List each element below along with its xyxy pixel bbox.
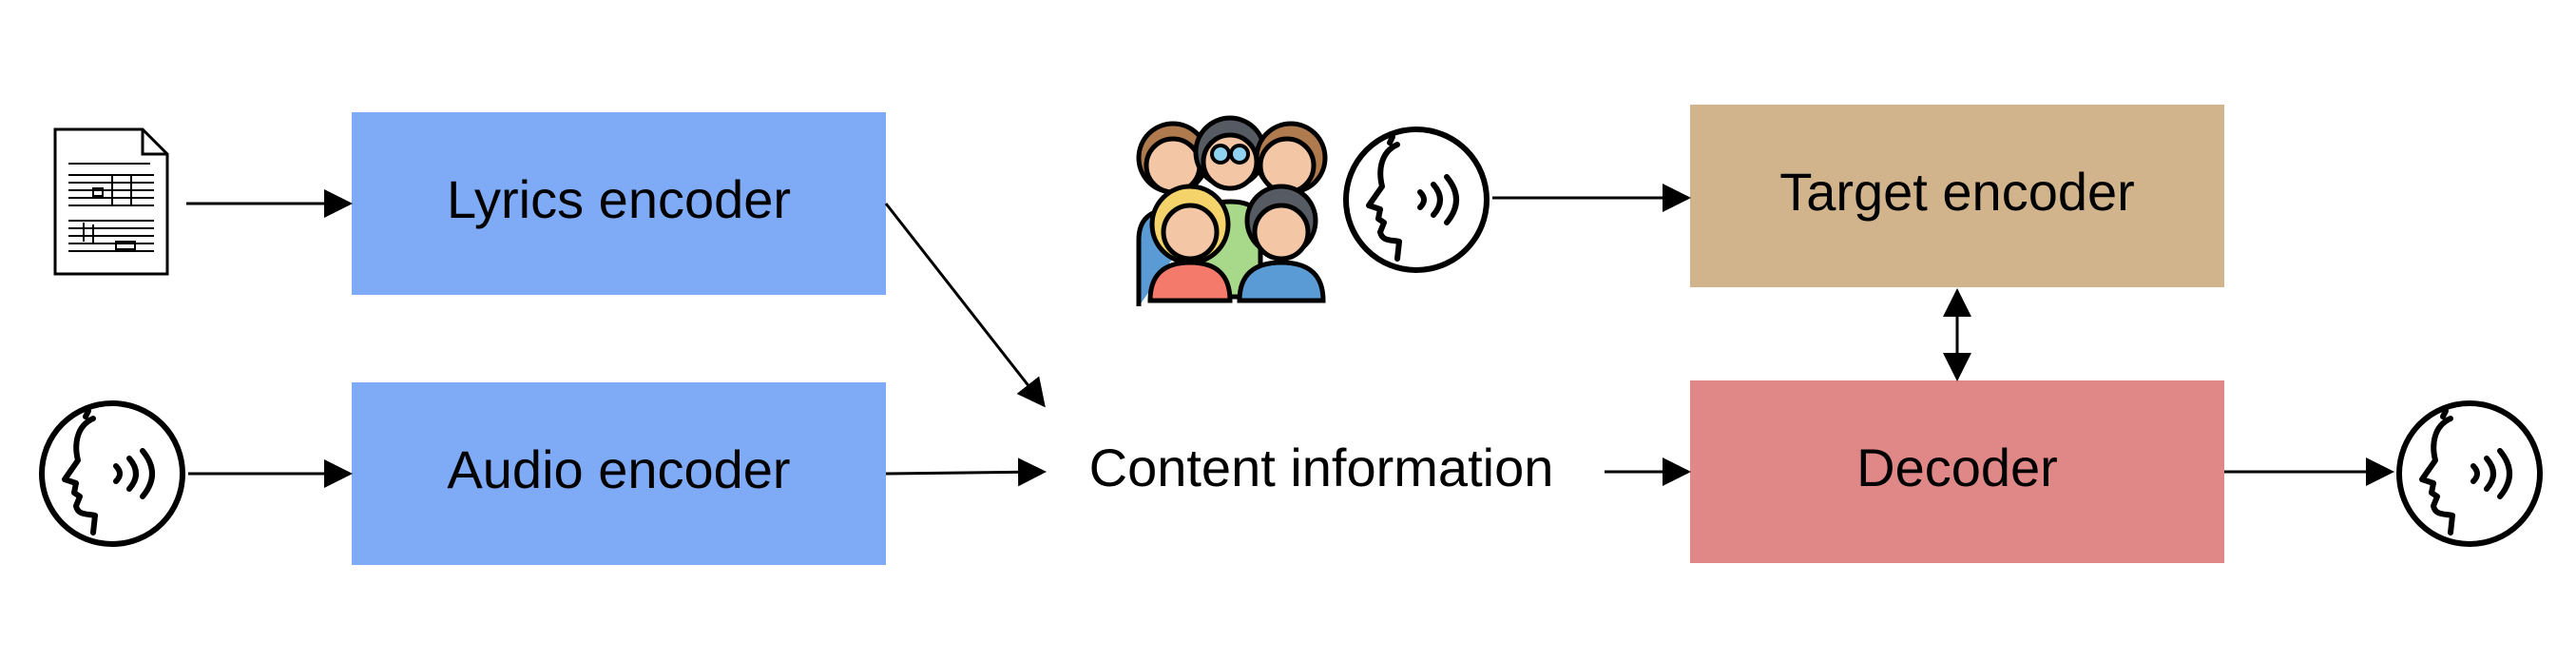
audio-encoder-node: Audio encoder [352,382,886,565]
speaking-head-icon [42,403,183,544]
lyrics-encoder-box [352,112,886,295]
audio-encoder-label: Audio encoder [447,439,790,499]
arrow-audio-to-content [885,458,1047,487]
lyrics-encoder-label: Lyrics encoder [447,169,791,229]
speaking-head-icon [1346,129,1487,270]
sheet-music-icon [53,127,169,276]
lyrics-encoder-node: Lyrics encoder [352,112,886,295]
target-encoder-box [1690,105,2224,287]
speaking-head-icon [2399,403,2540,544]
arrow-lyrics-to-content [884,203,1046,408]
decoder-label: Decoder [1856,438,2058,497]
audio-encoder-box [352,382,886,565]
people-group-icon [1136,115,1328,306]
target-encoder-label: Target encoder [1779,162,2135,222]
target-encoder-node: Target encoder [1690,105,2224,287]
decoder-node: Decoder [1690,380,2224,563]
decoder-box [1690,380,2224,563]
content-information-label: Content information [1089,438,1554,497]
